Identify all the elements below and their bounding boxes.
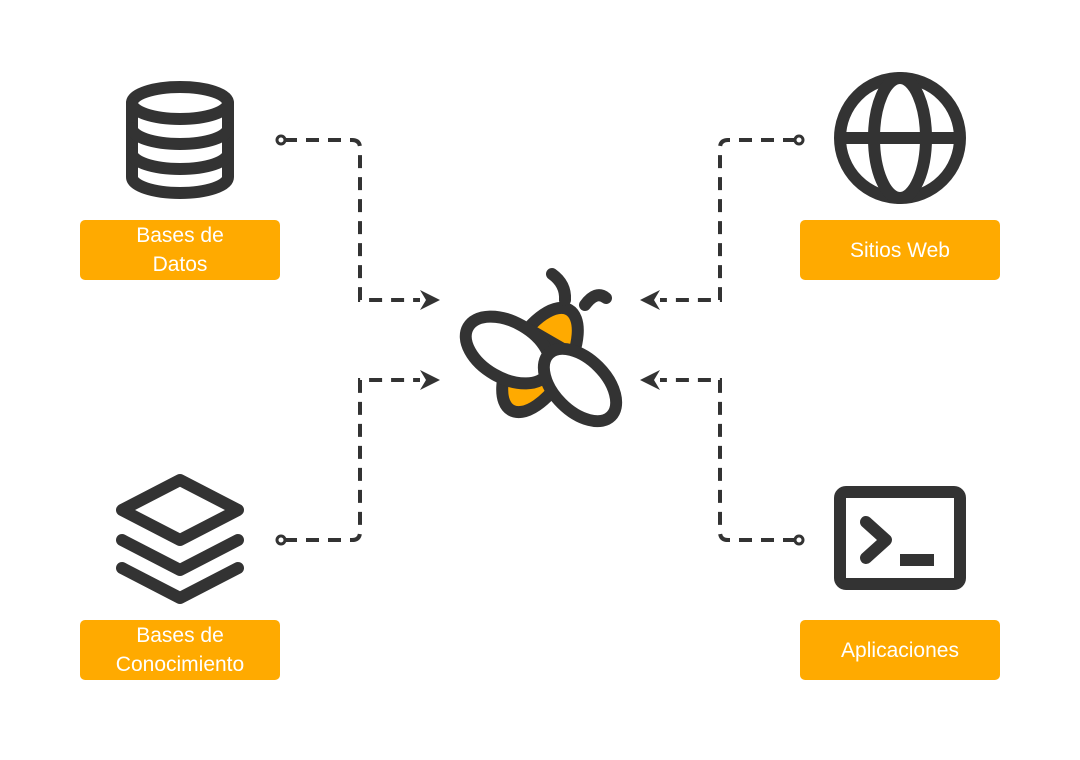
connector-start-applications: [793, 534, 805, 546]
arrowhead-databases: [420, 290, 440, 310]
bee-icon: [459, 268, 623, 428]
knowledge-bases-label: Bases de Conocimiento: [80, 620, 280, 680]
connector-databases: [284, 138, 420, 302]
database-icon: [126, 81, 234, 199]
databases-label: Bases de Datos: [80, 220, 280, 280]
connector-start-databases: [275, 134, 287, 146]
arrowhead-knowledge-bases: [420, 370, 440, 390]
applications-label: Aplicaciones: [800, 620, 1000, 680]
arrowhead-applications: [640, 370, 660, 390]
layers-icon: [116, 474, 244, 604]
bee-right-wing: [537, 342, 623, 428]
bee-antenna-right: [579, 289, 612, 311]
arrowhead-websites: [640, 290, 660, 310]
connectors: [284, 138, 796, 542]
terminal-icon: [834, 486, 966, 590]
connector-start-points: [275, 134, 805, 546]
bee-antenna-left: [546, 268, 572, 306]
websites-label: Sitios Web: [800, 220, 1000, 280]
arrowheads: [420, 290, 660, 390]
globe-icon: [834, 72, 966, 204]
connector-start-websites: [793, 134, 805, 146]
connector-websites: [660, 138, 796, 302]
connector-applications: [660, 378, 796, 542]
connector-start-knowledge-bases: [275, 534, 287, 546]
connector-knowledge-bases: [284, 378, 420, 542]
